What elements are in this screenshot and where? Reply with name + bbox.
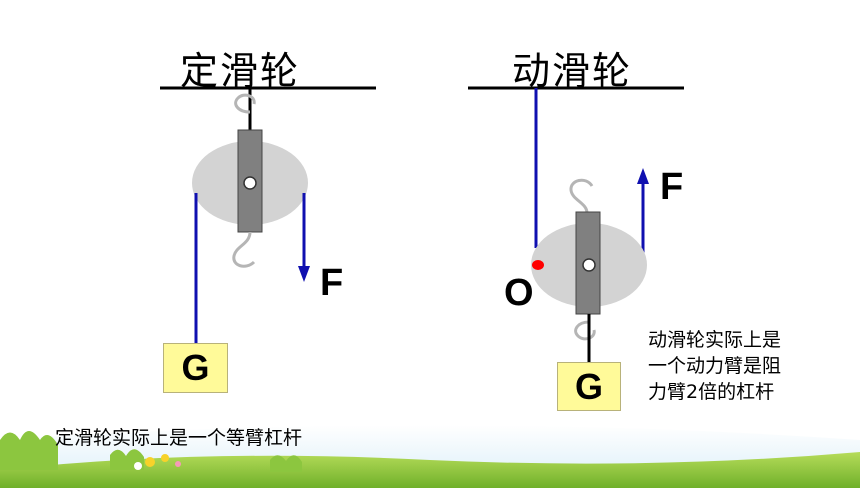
movable-bottom-hook <box>574 320 596 341</box>
movable-top-hook <box>569 178 594 214</box>
movable-force-label: F <box>660 166 684 208</box>
movable-note-line-2: 一个动力臂是阻 <box>648 355 782 378</box>
grass-tufts <box>0 431 302 472</box>
movable-force-arrow-head <box>637 168 649 184</box>
movable-pulley-note: 动滑轮实际上是 一个动力臂是阻 力臂2倍的杠杆 <box>648 327 781 406</box>
fixed-bottom-hook <box>232 231 256 268</box>
pivot-point-dot <box>532 260 544 270</box>
grass-strip <box>0 452 860 488</box>
fixed-weight-label: G <box>181 347 210 388</box>
flower-decoration <box>134 454 181 470</box>
fixed-pulley-title: 定滑轮 <box>180 49 301 93</box>
movable-pulley-title: 动滑轮 <box>512 49 633 93</box>
pivot-label: O <box>504 272 534 314</box>
fixed-pulley-note: 定滑轮实际上是一个等臂杠杆 <box>55 427 303 449</box>
fixed-force-label: F <box>320 262 344 304</box>
movable-pulley-axle <box>582 258 596 272</box>
fixed-top-hook <box>234 93 256 114</box>
movable-note-line-1: 动滑轮实际上是 <box>648 329 782 351</box>
fixed-force-arrow-head <box>298 266 310 282</box>
fixed-weight-box: G <box>163 343 228 393</box>
movable-note-line-3: 力臂2倍的杠杆 <box>648 381 775 404</box>
movable-weight-label: G <box>574 365 603 407</box>
fixed-pulley-axle <box>243 176 257 190</box>
movable-weight-box: G <box>557 362 621 411</box>
